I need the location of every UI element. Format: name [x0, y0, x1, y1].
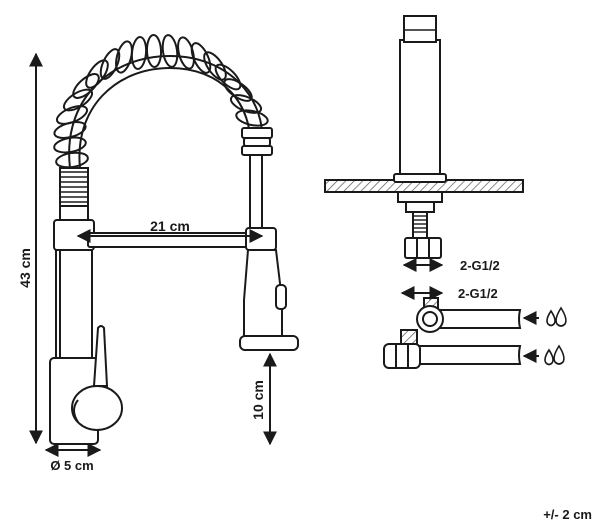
- mount-nut: [397, 191, 443, 203]
- faucet-column: [55, 249, 93, 359]
- mount-flange: [393, 173, 447, 183]
- height-dimension: 43 cm: [17, 52, 43, 445]
- upper-inlet-hose: [416, 297, 522, 333]
- spring-end-collar: [241, 127, 273, 156]
- sprayer-nozzle: [239, 335, 299, 351]
- height-label: 43 cm: [17, 248, 33, 288]
- upper-inlet-drops: [522, 306, 567, 327]
- faucet-handle-knob-inner: [73, 399, 79, 423]
- connector-dimension-lower: 2-G1/2: [400, 286, 498, 301]
- mount-column: [399, 39, 441, 177]
- reach-label: 21 cm: [150, 218, 190, 234]
- hex-connector: [404, 237, 442, 259]
- connector-dimension-upper: 2-G1/2: [402, 258, 500, 273]
- connector-upper-label: 2-G1/2: [460, 258, 500, 273]
- tolerance-note: +/- 2 cm: [543, 507, 592, 522]
- clearance-dimension: 10 cm: [250, 352, 277, 446]
- spring-coil: [53, 34, 269, 169]
- water-drop-icon: [544, 348, 554, 366]
- connector-lower-label: 2-G1/2: [458, 286, 498, 301]
- lower-inlet-hose: [383, 329, 522, 369]
- base-diameter-label: Ø 5 cm: [50, 458, 93, 473]
- faucet-side-view: [49, 34, 299, 445]
- mounting-view: [324, 15, 524, 259]
- water-drop-icon: [553, 344, 565, 365]
- sprayer-holder: [245, 227, 277, 251]
- clearance-label: 10 cm: [250, 380, 266, 420]
- reach-dimension: 21 cm: [76, 218, 264, 243]
- sprayer-button: [275, 284, 287, 310]
- water-drop-icon: [555, 306, 567, 327]
- lower-inlet-drops: [522, 344, 565, 366]
- faucet-lever: [92, 325, 109, 387]
- water-drop-icon: [546, 309, 556, 327]
- base-diameter-dimension: Ø 5 cm: [44, 443, 102, 473]
- lower-inlet-fitting: [383, 343, 421, 369]
- faucet-handle-knob: [71, 385, 123, 431]
